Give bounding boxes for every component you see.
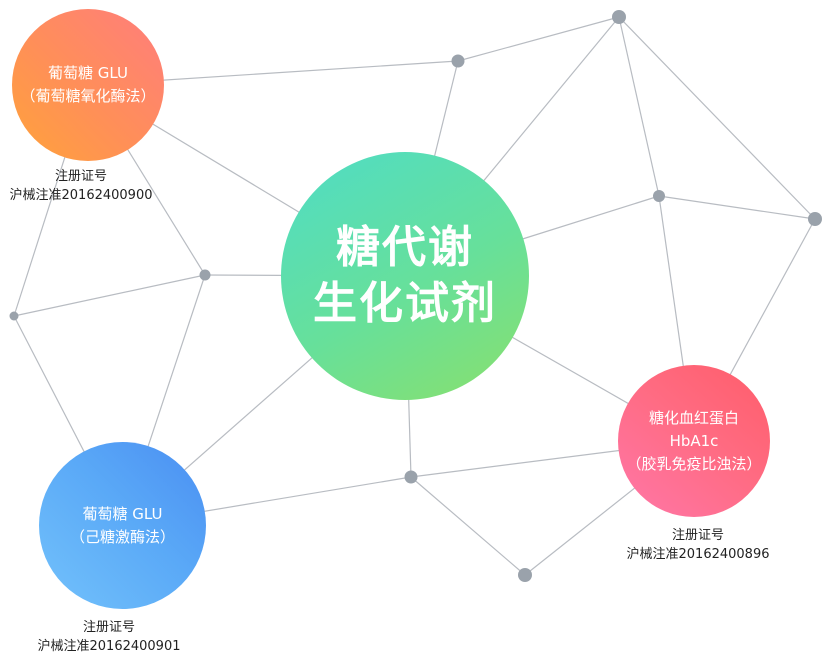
product-method: （胶乳免疫比浊法） — [626, 454, 762, 473]
glu-hexokinase-bubble: 葡萄糖 GLU （己糖激酶法） — [39, 442, 206, 609]
network-node-n1 — [451, 54, 465, 68]
network-node-n8 — [518, 568, 532, 582]
product-code: HbA1c — [669, 431, 719, 450]
hba1c-bubble: 糖化血红蛋白 HbA1c （胶乳免疫比浊法） — [618, 365, 770, 517]
product-method: （己糖激酶法） — [69, 527, 175, 546]
glu-oxidase-bubble: 葡萄糖 GLU （葡萄糖氧化酶法） — [12, 9, 164, 161]
product-name: 葡萄糖 GLU — [48, 64, 128, 82]
network-node-n4 — [808, 212, 822, 226]
registration-glu-oxidase: 注册证号 沪械注准20162400900 — [6, 167, 156, 205]
center-bubble: 糖代谢 生化试剂 — [281, 152, 529, 400]
edge-n2-n3 — [618, 16, 660, 197]
network-node-n3 — [653, 190, 665, 202]
registration-label: 注册证号 — [671, 528, 724, 543]
product-method: （葡萄糖氧化酶法） — [20, 87, 156, 105]
registration-number: 沪械注准20162400896 — [626, 547, 770, 562]
edge-n1-n2 — [457, 16, 620, 62]
edge-n5-n6 — [13, 274, 206, 317]
registration-glu-hexokinase: 注册证号 沪械注准20162400901 — [34, 618, 184, 656]
edge-n3-n4 — [658, 195, 816, 220]
network-node-n6 — [9, 311, 19, 321]
center-title-line1: 糖代谢 — [336, 222, 474, 273]
product-name: 葡萄糖 GLU — [82, 504, 163, 523]
registration-label: 注册证号 — [54, 169, 107, 184]
registration-hba1c: 注册证号 沪械注准20162400896 — [618, 526, 778, 564]
registration-label: 注册证号 — [82, 620, 135, 635]
edge-n7-n8 — [410, 476, 526, 576]
registration-number: 沪械注准20162400901 — [37, 639, 181, 654]
center-title-line2: 生化试剂 — [313, 278, 497, 329]
product-name: 糖化血红蛋白 — [648, 408, 739, 427]
network-node-n7 — [404, 470, 418, 484]
edge-n2-n4 — [618, 16, 816, 220]
registration-number: 沪械注准20162400900 — [9, 188, 153, 203]
network-node-n2 — [612, 10, 626, 24]
network-node-n5 — [199, 269, 211, 281]
